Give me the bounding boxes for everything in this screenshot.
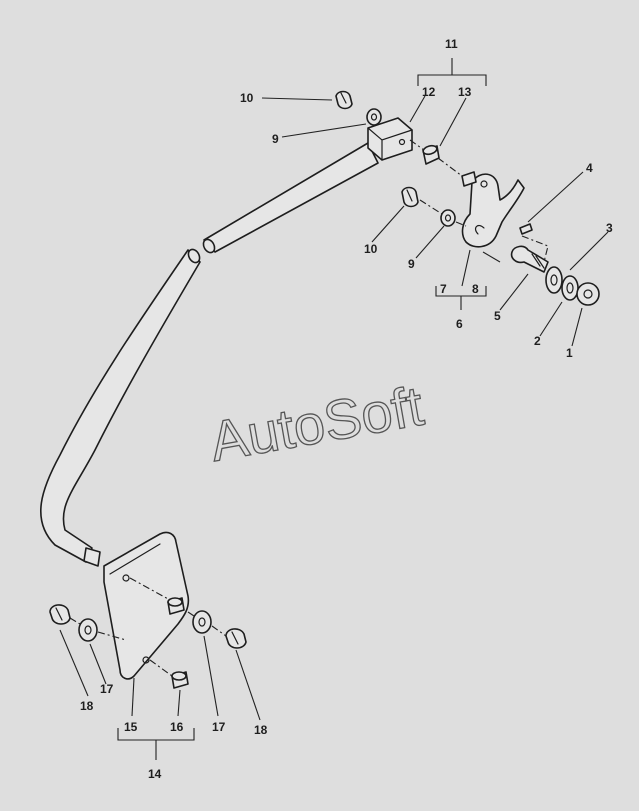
washer-17-right bbox=[192, 610, 212, 634]
watermark: AutoSoft bbox=[205, 374, 428, 473]
callout-8: 8 bbox=[472, 282, 479, 296]
callout-9-mid: 9 bbox=[408, 257, 415, 271]
washer-1 bbox=[576, 282, 600, 306]
washer-2 bbox=[561, 275, 579, 301]
assembly-axes bbox=[69, 139, 549, 677]
clip-18-right bbox=[225, 628, 247, 649]
callout-16: 16 bbox=[170, 720, 184, 734]
key-4 bbox=[519, 223, 533, 235]
callout-9-upper: 9 bbox=[272, 132, 279, 146]
bushing-13 bbox=[422, 144, 440, 165]
callout-13: 13 bbox=[458, 85, 472, 99]
callout-14: 14 bbox=[148, 767, 162, 781]
callout-18-right: 18 bbox=[254, 723, 268, 737]
callout-15: 15 bbox=[124, 720, 138, 734]
nut-10-mid bbox=[401, 186, 419, 208]
washer-3 bbox=[545, 266, 563, 294]
bracket-6 bbox=[435, 286, 487, 310]
nut-10-upper bbox=[335, 90, 353, 110]
leader-lines bbox=[59, 95, 609, 721]
mounting-plate bbox=[103, 531, 190, 680]
callout-17-left: 17 bbox=[100, 682, 114, 696]
clip-18-left bbox=[49, 604, 71, 625]
callout-4: 4 bbox=[586, 161, 593, 175]
washer-17-left bbox=[78, 618, 98, 642]
bushing-16-lower bbox=[171, 671, 189, 689]
linkage-rod bbox=[40, 142, 379, 567]
lever-arm bbox=[461, 171, 525, 248]
callout-numbers: 11 12 13 10 9 10 9 4 3 7 8 6 5 2 1 18 17… bbox=[80, 37, 613, 781]
callout-17-right: 17 bbox=[212, 720, 226, 734]
callout-10-upper: 10 bbox=[240, 91, 254, 105]
callout-3: 3 bbox=[606, 221, 613, 235]
callout-2: 2 bbox=[534, 334, 541, 348]
callout-18-left: 18 bbox=[80, 699, 94, 713]
callout-12: 12 bbox=[422, 85, 436, 99]
bushing-16-upper bbox=[167, 597, 185, 615]
callout-5: 5 bbox=[494, 309, 501, 323]
callout-7: 7 bbox=[440, 282, 447, 296]
bracket-14 bbox=[117, 728, 195, 760]
bracket-11 bbox=[417, 58, 487, 86]
pivot-block bbox=[367, 117, 413, 161]
callout-1: 1 bbox=[566, 346, 573, 360]
washer-9-upper bbox=[366, 108, 382, 126]
callout-6: 6 bbox=[456, 317, 463, 331]
callout-10-mid: 10 bbox=[364, 242, 378, 256]
callout-11: 11 bbox=[445, 37, 458, 51]
bolt-5 bbox=[510, 245, 549, 273]
washer-9-mid bbox=[440, 209, 456, 227]
